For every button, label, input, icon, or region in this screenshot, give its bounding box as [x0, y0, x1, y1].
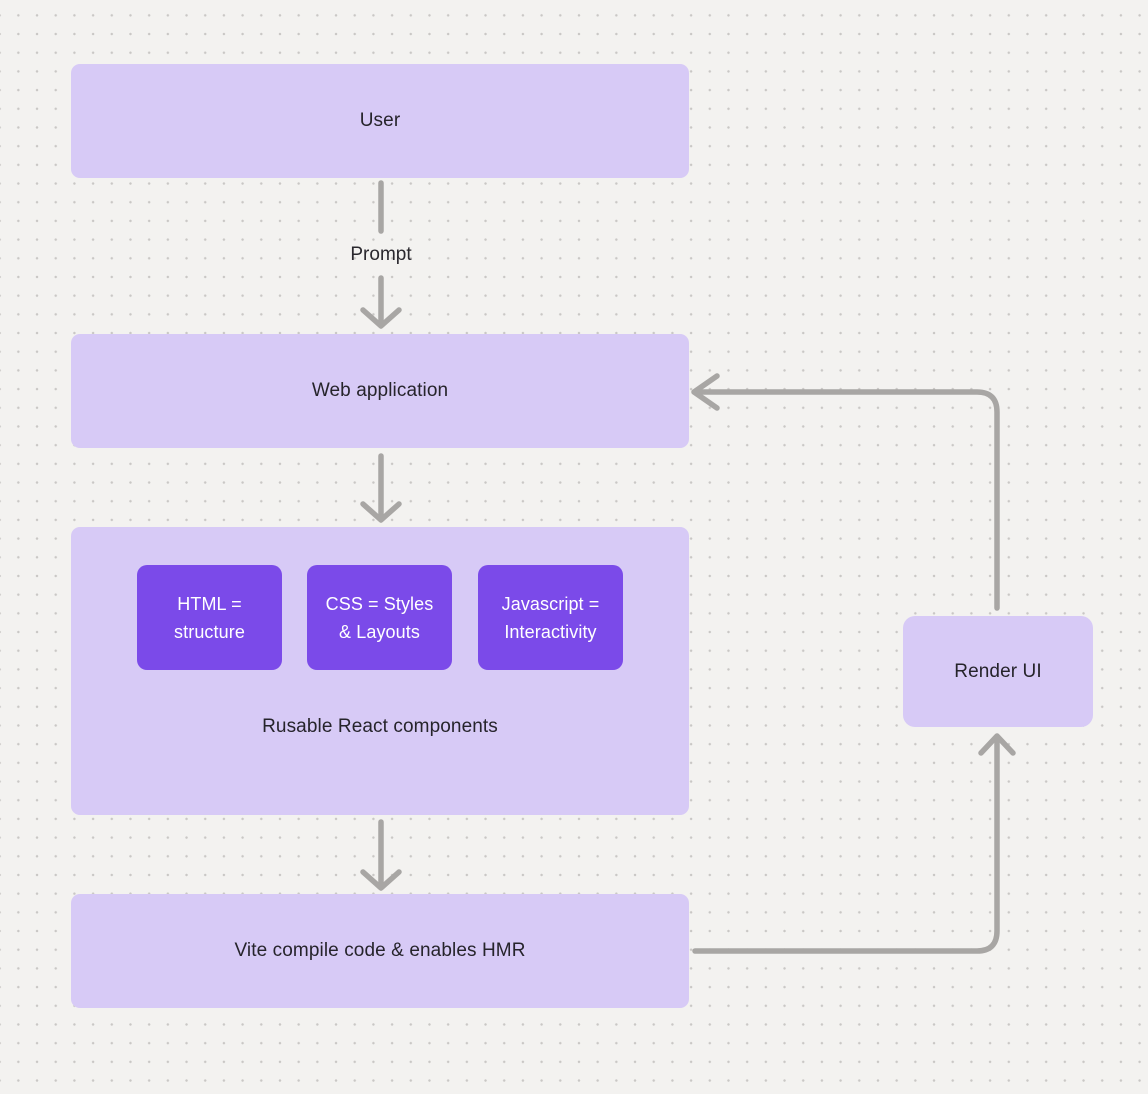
- node-user-label: User: [359, 110, 401, 131]
- edge-user-to-webapp: [360, 180, 402, 329]
- edge-vite-to-renderui: [692, 733, 1016, 954]
- node-javascript[interactable]: Javascript = Interactivity: [478, 565, 623, 670]
- node-html-label: HTML = structure: [174, 593, 245, 642]
- edge-components-to-vite: [360, 819, 402, 891]
- edge-prompt-label: Prompt: [350, 244, 412, 265]
- node-javascript-label: Javascript = Interactivity: [501, 593, 600, 642]
- node-components-group[interactable]: HTML = structure CSS = Styles & Layouts …: [71, 527, 689, 815]
- node-user[interactable]: User: [71, 64, 689, 178]
- node-web-application-label: Web application: [311, 380, 449, 401]
- node-css[interactable]: CSS = Styles & Layouts: [307, 565, 452, 670]
- edge-renderui-to-webapp: [691, 373, 1000, 611]
- edge-webapp-to-components: [360, 453, 402, 523]
- components-group-caption: Rusable React components: [262, 716, 498, 737]
- node-render-ui-label: Render UI: [954, 660, 1042, 682]
- node-web-application[interactable]: Web application: [71, 334, 689, 448]
- node-vite[interactable]: Vite compile code & enables HMR: [71, 894, 689, 1008]
- node-render-ui[interactable]: Render UI: [903, 616, 1093, 727]
- node-html[interactable]: HTML = structure: [137, 565, 282, 670]
- node-vite-label: Vite compile code & enables HMR: [234, 940, 526, 961]
- node-css-label: CSS = Styles & Layouts: [325, 593, 434, 642]
